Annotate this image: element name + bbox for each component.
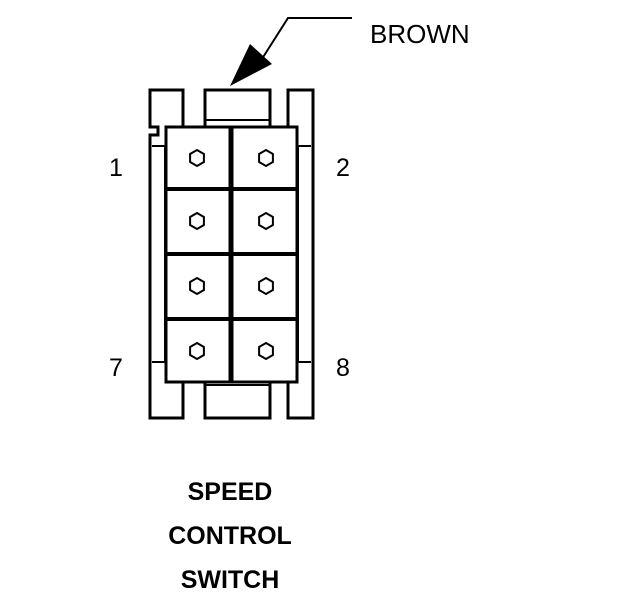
leader-arrow-icon — [230, 44, 272, 86]
caption-line-2: CONTROL — [168, 522, 292, 550]
terminal-hex-icon — [258, 148, 274, 168]
terminal-hex-icon — [258, 341, 274, 361]
wire-leader — [230, 17, 352, 86]
wire-color-label: BROWN — [370, 19, 470, 49]
terminal-hex-icon — [258, 211, 274, 231]
terminal-hex-icon — [258, 276, 274, 296]
terminal-hex-icon — [189, 341, 205, 361]
terminal-hex-icon — [189, 276, 205, 296]
pin-label-bottom-left: 7 — [109, 354, 123, 382]
terminals — [189, 148, 274, 361]
cavity-grid — [164, 125, 299, 384]
pin-label-bottom-right: 8 — [336, 354, 350, 382]
terminal-hex-icon — [189, 211, 205, 231]
pin-label-top-right: 2 — [336, 154, 350, 182]
pin-label-top-left: 1 — [109, 154, 123, 182]
caption-line-3: SWITCH — [180, 566, 280, 594]
terminal-hex-icon — [189, 148, 205, 168]
caption-line-1: SPEED — [187, 478, 273, 506]
